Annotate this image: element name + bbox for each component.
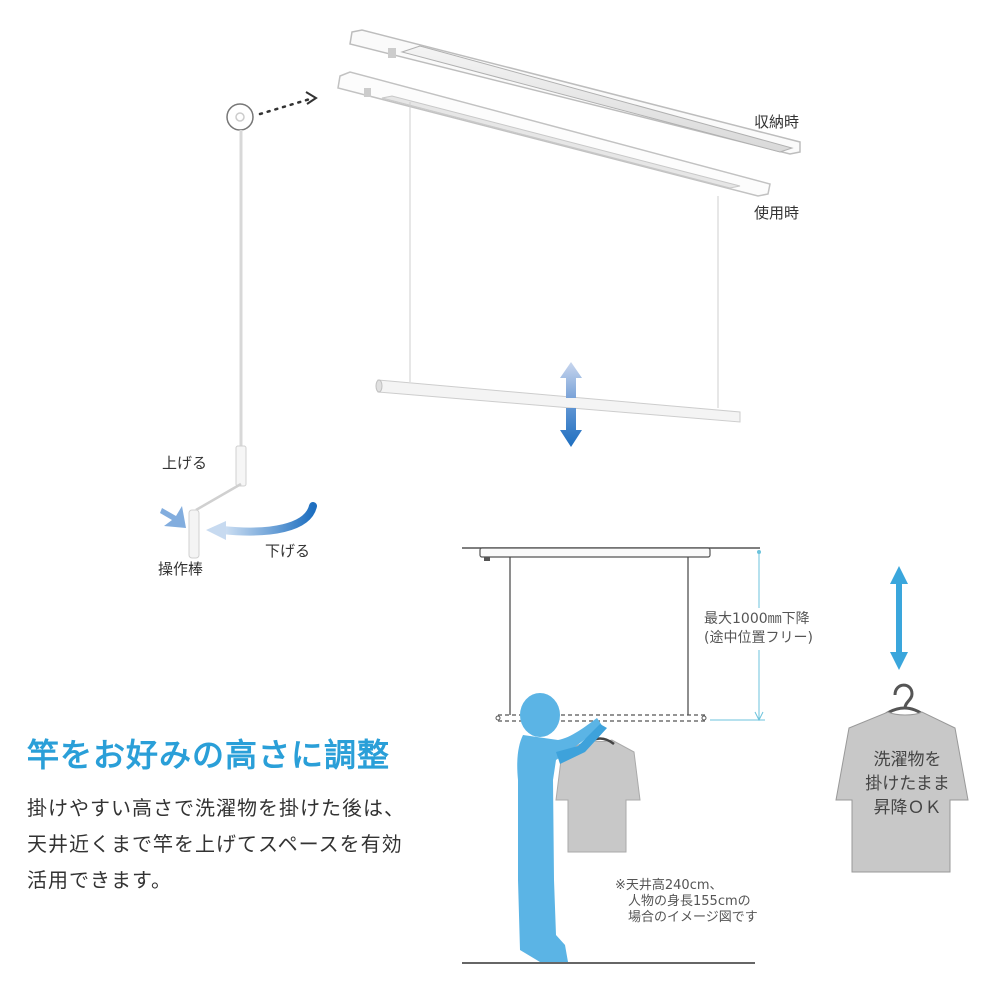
dimension-label-line2: (途中位置フリー) bbox=[704, 630, 813, 646]
label-in-use: 使用時 bbox=[754, 204, 800, 222]
feature-body-line: 活用できます。 bbox=[27, 868, 172, 892]
label-raise: 上げる bbox=[162, 454, 208, 472]
person-silhouette bbox=[517, 693, 607, 962]
raise-arrow-icon bbox=[160, 506, 186, 528]
operating-rod bbox=[188, 130, 247, 559]
feature-headline: 竿をお好みの高さに調整 bbox=[27, 736, 391, 774]
feature-body-line: 天井近くまで竿を上げてスペースを有効 bbox=[27, 832, 403, 856]
note-line: 人物の身長155cmの bbox=[628, 894, 751, 909]
shirt-callout-line: 掛けたまま bbox=[865, 774, 950, 794]
rail-stored bbox=[349, 29, 801, 155]
up-down-arrow-icon bbox=[560, 362, 582, 447]
shirt-with-hanger bbox=[835, 683, 969, 873]
label-operating-rod: 操作棒 bbox=[158, 560, 204, 578]
dimension-label: 最大1000㎜下降 (途中位置フリー) bbox=[704, 608, 813, 650]
shirt-callout-line: 洗濯物を bbox=[873, 750, 942, 770]
label-stored: 収納時 bbox=[754, 113, 800, 131]
lower-arrow-icon bbox=[206, 502, 317, 540]
feature-body-line: 掛けやすい高さで洗濯物を掛けた後は、 bbox=[27, 796, 405, 820]
dimension-label-line1: 最大1000㎜下降 bbox=[704, 611, 810, 627]
height-diagram bbox=[462, 547, 765, 964]
note-line: 場合のイメージ図です bbox=[628, 910, 758, 925]
image-note: ※天井高240cm、 人物の身長155cmの 場合のイメージ図です bbox=[615, 878, 758, 926]
note-line: ※天井高240cm、 bbox=[615, 878, 723, 893]
vertical-double-arrow-icon bbox=[890, 566, 908, 670]
detail-callout bbox=[226, 91, 318, 131]
shirt-callout-text: 洗濯物を 掛けたまま 昇降ＯＫ bbox=[845, 748, 970, 820]
label-lower: 下げる bbox=[265, 542, 311, 560]
rail-in-use bbox=[337, 71, 771, 197]
drying-pole bbox=[375, 379, 741, 423]
shirt-callout-line: 昇降ＯＫ bbox=[873, 798, 942, 818]
